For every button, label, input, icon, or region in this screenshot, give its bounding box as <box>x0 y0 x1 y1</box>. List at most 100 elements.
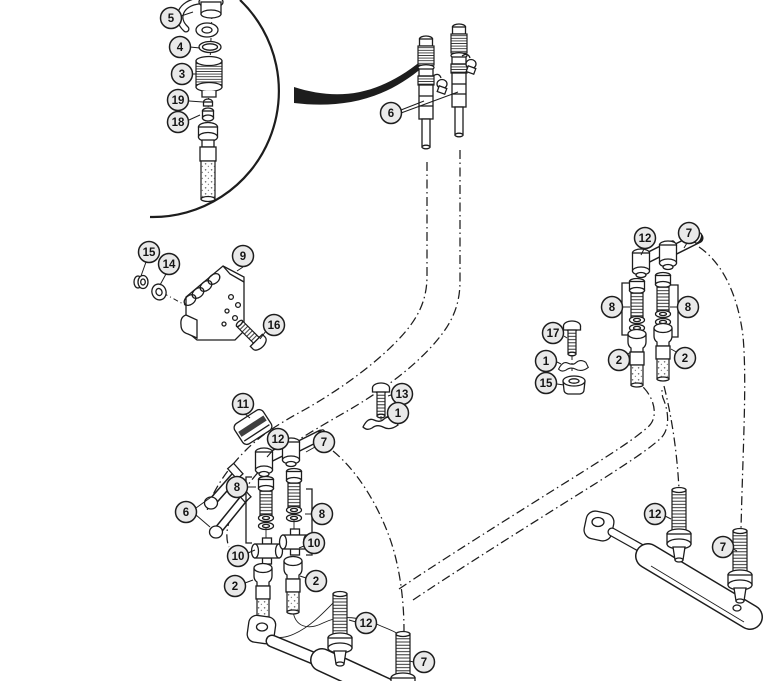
coupler-plug-left <box>432 73 448 96</box>
callout-11-grommet: 11 <box>231 392 255 419</box>
coupler-plug-right <box>461 53 477 76</box>
svg-text:13: 13 <box>396 389 409 401</box>
svg-text:1: 1 <box>543 356 550 368</box>
callout-14-washer: 14 <box>157 252 181 286</box>
ball-fitting <box>202 98 214 107</box>
svg-text:12: 12 <box>360 618 373 630</box>
svg-text:1: 1 <box>395 408 402 420</box>
svg-text:10: 10 <box>308 538 321 550</box>
callout-7-elbow-right: 7 <box>677 221 701 249</box>
center-clamp-assembly <box>233 382 399 446</box>
callout-12-elbow-left: 12 <box>266 427 290 458</box>
svg-text:11: 11 <box>237 399 250 411</box>
steering-cylinder-left <box>246 590 416 681</box>
svg-text:7: 7 <box>421 657 427 669</box>
callout-8-kit-right-a: 8 <box>600 295 630 319</box>
detail-bubble <box>149 0 424 219</box>
steering-cylinder-right <box>583 486 763 630</box>
callout-17-bolt: 17 <box>541 321 568 345</box>
hose-grommet <box>233 408 273 446</box>
callout-12-elbow-right: 12 <box>633 226 657 256</box>
adapter-fitting <box>201 107 215 122</box>
manifold-bracket <box>180 265 245 341</box>
callout-18-adapter: 18 <box>166 110 201 134</box>
svg-text:7: 7 <box>720 542 726 554</box>
svg-text:2: 2 <box>682 353 688 365</box>
quick-coupler-right <box>450 23 468 138</box>
svg-text:8: 8 <box>234 482 241 494</box>
bracket-right <box>306 488 313 556</box>
callout-8-kit-right-b: 8 <box>670 295 700 319</box>
bracket-left <box>245 476 252 544</box>
callout-1-clamp-right: 1 <box>534 349 562 373</box>
svg-text:2: 2 <box>313 576 319 588</box>
detail-hose-end <box>197 121 219 203</box>
callout-6-couplers: 6 <box>379 91 459 125</box>
callout-19-ball: 19 <box>166 88 204 112</box>
callouts: 5 4 3 19 18 6 15 14 <box>137 6 738 674</box>
svg-text:3: 3 <box>179 69 185 81</box>
o-ring <box>198 40 222 54</box>
hose-clamp <box>557 360 589 372</box>
svg-text:5: 5 <box>168 13 175 25</box>
port-fitting-12 <box>666 486 692 563</box>
callout-7-cyl-right: 7 <box>711 535 738 559</box>
svg-text:12: 12 <box>649 509 662 521</box>
svg-text:2: 2 <box>616 355 622 367</box>
svg-text:8: 8 <box>319 509 326 521</box>
svg-text:14: 14 <box>163 259 176 271</box>
callout-3-sleeve: 3 <box>170 62 197 86</box>
svg-text:15: 15 <box>143 247 156 259</box>
svg-text:6: 6 <box>183 507 189 519</box>
callout-9-manifold: 9 <box>231 244 255 272</box>
hose-end-b <box>653 322 673 382</box>
svg-text:16: 16 <box>268 320 281 332</box>
callout-12-cyl-left: 12 <box>348 611 378 635</box>
callout-16-bolt: 16 <box>259 313 286 340</box>
callout-7-elbow-left: 7 <box>305 430 336 454</box>
svg-text:6: 6 <box>388 108 394 120</box>
callout-2-hose-right-a: 2 <box>607 348 632 372</box>
callout-2-hose-right-b: 2 <box>670 346 697 370</box>
callout-1-clamp-center: 1 <box>384 401 410 425</box>
svg-text:12: 12 <box>272 434 285 446</box>
hose-end-a <box>627 328 647 388</box>
svg-text:19: 19 <box>172 95 185 107</box>
fitting-kit-b <box>285 467 303 523</box>
callout-2-hose-left-a: 2 <box>223 574 254 598</box>
callout-2-hose-left-b: 2 <box>299 569 328 593</box>
svg-text:17: 17 <box>547 328 560 340</box>
svg-text:15: 15 <box>540 378 553 390</box>
callout-12-cyl-right: 12 <box>643 502 672 526</box>
callout-7-cyl-left: 7 <box>408 650 436 674</box>
svg-text:10: 10 <box>232 551 245 563</box>
svg-text:7: 7 <box>686 228 692 240</box>
manifold-assembly <box>133 265 270 354</box>
callout-15-lock-nut: 15 <box>137 240 161 277</box>
svg-text:18: 18 <box>172 117 185 129</box>
callout-15-grommet-right: 15 <box>534 371 565 395</box>
svg-text:8: 8 <box>609 302 616 314</box>
coupler-sleeve <box>195 55 223 98</box>
svg-text:8: 8 <box>685 302 692 314</box>
callout-10-tee-b: 10 <box>298 531 326 555</box>
quick-coupler-left <box>417 35 435 150</box>
hose-end-b <box>283 555 303 615</box>
svg-text:7: 7 <box>321 437 327 449</box>
lock-nut <box>133 274 149 290</box>
callout-6-hoses-left: 6 <box>174 494 215 528</box>
fitting-kit-b <box>654 271 672 327</box>
svg-text:2: 2 <box>232 581 238 593</box>
callout-8-kit-left-b: 8 <box>305 502 334 526</box>
left-fitting-cluster <box>203 429 327 622</box>
callout-13-bolt: 13 <box>387 382 414 406</box>
callout-4-o-ring: 4 <box>168 35 201 59</box>
tee-fitting-a <box>250 537 284 565</box>
hose-end-a <box>253 562 273 622</box>
grommet-nut <box>562 375 586 395</box>
fitting-kit-a <box>628 277 646 333</box>
callout-8-kit-left-a: 8 <box>225 475 256 499</box>
quick-couplers <box>417 23 477 150</box>
